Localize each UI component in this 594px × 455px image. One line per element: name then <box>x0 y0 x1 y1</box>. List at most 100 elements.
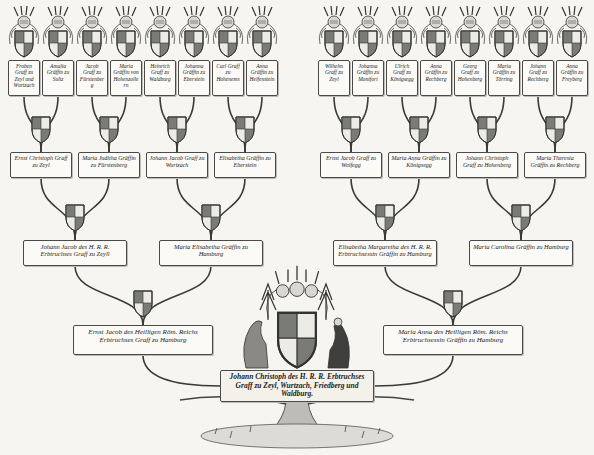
person-name: Maria Juditha Gräffin zu Fürstenberg <box>81 155 137 169</box>
person-name: Maria Anna Gräffin zu Königsegg <box>391 155 447 169</box>
name-scroll: Maria Anna Gräffin zu Königsegg <box>388 152 450 178</box>
person-name: Maria Elisabetha Gräffin zu Hamburg <box>162 243 260 258</box>
name-scroll: Johann Christoph Graff zu Hohenberg <box>456 152 518 178</box>
name-scroll: Maria Gräffin zu Törring <box>488 60 520 96</box>
name-scroll: Maria Theresia Gräffin zu Rechberg <box>524 152 586 178</box>
person-name: Johann Graff zu Rechberg <box>525 63 551 82</box>
branch-line <box>75 266 143 325</box>
name-scroll: Heinrich Graff zu Waldburg <box>144 60 176 96</box>
shield <box>342 117 360 143</box>
person-name: Johann Christoph des H. R. R. Erbtruchse… <box>223 373 371 399</box>
shield <box>168 117 186 143</box>
coat-of-arms <box>387 6 416 57</box>
person-name: Johann Jacob Graff zu Wurtzach <box>149 155 205 169</box>
branch-line <box>453 266 521 325</box>
person-name: Wilhelm Graff zu Zeyl <box>321 63 347 82</box>
name-scroll: Maria Anna des Heilligen Röm. Reichs Erb… <box>383 325 523 355</box>
name-scroll: Ernst Jacob Graff zu Wolfegg <box>320 152 382 178</box>
name-scroll: Maria Gräffin von Hohenzollern <box>110 60 142 96</box>
name-scroll: Carl Graff zu Hohenems <box>212 60 244 96</box>
name-scroll: Anna Gräffin zu Helfenstein <box>246 60 278 96</box>
shield <box>478 117 496 143</box>
person-name: Ernst Christoph Graff zu Zeyl <box>13 155 69 169</box>
shield <box>32 117 50 143</box>
person-name: Maria Gräffin zu Törring <box>491 63 517 82</box>
coat-of-arms <box>43 6 72 57</box>
branch-line <box>374 355 453 386</box>
person-name: Johann Jacob des H. R. R. Erbtruchses Gr… <box>26 243 124 258</box>
name-scroll: Froben Graff zu Zeyl und Wurtzach <box>8 60 40 96</box>
name-banner: Johann Christoph des H. R. R. Erbtruchse… <box>220 370 374 402</box>
person-name: Ernst Jacob Graff zu Wolfegg <box>323 155 379 169</box>
person-name: Maria Theresia Gräffin zu Rechberg <box>527 155 583 169</box>
person-name: Johanna Gräffin zu Eberstein <box>181 63 207 82</box>
name-scroll: Ernst Christoph Graff zu Zeyl <box>10 152 72 178</box>
coat-of-arms <box>247 6 276 57</box>
person-name: Anna Gräffin zu Rechberg <box>423 63 449 82</box>
name-scroll: Johann Jacob Graff zu Wurtzach <box>146 152 208 178</box>
name-scroll: Johann Graff zu Rechberg <box>522 60 554 96</box>
person-name: Amalia Gräffin zu Sultz <box>45 63 71 82</box>
shield <box>512 205 530 231</box>
person-name: Froben Graff zu Zeyl und Wurtzach <box>11 63 37 88</box>
coat-of-arms <box>145 6 174 57</box>
name-scroll: Anna Gräffin zu Rechberg <box>420 60 452 96</box>
name-scroll: Johanna Gräffin zu Montfort <box>352 60 384 96</box>
person-name: Maria Gräffin von Hohenzollern <box>113 63 139 88</box>
person-name: Anna Gräffin zu Freyberg <box>559 63 585 82</box>
coat-of-arms <box>9 6 38 57</box>
name-scroll: Ulrich Graff zu Königsegg <box>386 60 418 96</box>
person-name: Jacob Graff zu Fürstenberg <box>79 63 105 88</box>
central-arms <box>244 266 350 368</box>
person-name: Maria Anna des Heilligen Röm. Reichs Erb… <box>386 328 520 344</box>
person-name: Ernst Jacob des Heilligen Röm. Reichs Er… <box>76 328 210 344</box>
name-scroll: Maria Elisabetha Gräffin zu Hamburg <box>159 240 263 266</box>
coat-of-arms <box>455 6 484 57</box>
branch-line <box>143 266 211 325</box>
coat-of-arms <box>353 6 382 57</box>
shield <box>546 117 564 143</box>
coat-of-arms <box>523 6 552 57</box>
name-scroll: Georg Graff zu Hohenberg <box>454 60 486 96</box>
name-scroll: Jacob Graff zu Fürstenberg <box>76 60 108 96</box>
person-name: Anna Gräffin zu Helfenstein <box>249 63 275 82</box>
name-scroll: Amalia Gräffin zu Sultz <box>42 60 74 96</box>
shield <box>66 205 84 231</box>
name-scroll: Johann Jacob des H. R. R. Erbtruchses Gr… <box>23 240 127 266</box>
shield <box>100 117 118 143</box>
branch-line <box>385 266 453 325</box>
shield <box>202 205 220 231</box>
person-name: Elisabetha Margaretha des H. R. R. Erbtr… <box>336 243 434 258</box>
shield <box>236 117 254 143</box>
person-name: Johann Christoph Graff zu Hohenberg <box>459 155 515 169</box>
shield <box>134 291 152 317</box>
name-scroll: Anna Gräffin zu Freyberg <box>556 60 588 96</box>
coat-of-arms <box>557 6 586 57</box>
name-scroll: Elisabetha Margaretha des H. R. R. Erbtr… <box>333 240 437 266</box>
shield <box>410 117 428 143</box>
coat-of-arms <box>489 6 518 57</box>
shield <box>444 291 462 317</box>
person-name: Ulrich Graff zu Königsegg <box>389 63 415 82</box>
name-scroll: Wilhelm Graff zu Zeyl <box>318 60 350 96</box>
person-name: Elisabetha Gräffin zu Eberstein <box>217 155 273 169</box>
name-scroll: Johanna Gräffin zu Eberstein <box>178 60 210 96</box>
person-name: Carl Graff zu Hohenems <box>215 63 241 82</box>
person-name: Heinrich Graff zu Waldburg <box>147 63 173 82</box>
person-name: Johanna Gräffin zu Montfort <box>355 63 381 82</box>
name-scroll: Ernst Jacob des Heilligen Röm. Reichs Er… <box>73 325 213 355</box>
coat-of-arms <box>77 6 106 57</box>
coat-of-arms <box>213 6 242 57</box>
person-name: Georg Graff zu Hohenberg <box>457 63 483 82</box>
name-scroll: Maria Carolina Gräffin zu Hamburg <box>469 240 573 266</box>
coat-of-arms <box>111 6 140 57</box>
shield <box>376 205 394 231</box>
branch-line <box>143 355 220 386</box>
coat-of-arms <box>179 6 208 57</box>
coat-of-arms <box>421 6 450 57</box>
name-scroll: Maria Juditha Gräffin zu Fürstenberg <box>78 152 140 178</box>
coat-of-arms <box>319 6 348 57</box>
name-scroll: Elisabetha Gräffin zu Eberstein <box>214 152 276 178</box>
person-name: Maria Carolina Gräffin zu Hamburg <box>472 243 570 250</box>
